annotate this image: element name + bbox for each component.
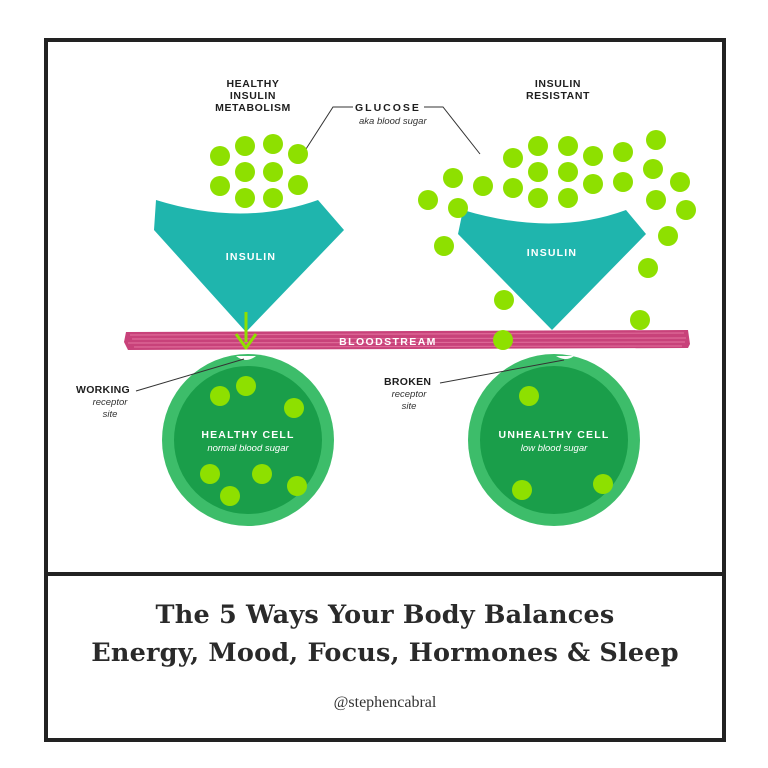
glucose-cluster-healthy	[210, 134, 308, 208]
author-handle: @stephencabral	[333, 694, 437, 711]
insulin-arrow-down	[234, 312, 258, 350]
caption-panel: The 5 Ways Your Body Balances Energy, Mo…	[48, 576, 722, 738]
glucose-leader-left	[305, 106, 353, 150]
title-line1: The 5 Ways Your Body Balances	[155, 600, 615, 630]
insulin-label-resistant: INSULIN	[527, 247, 577, 259]
glucose-sub-label: aka blood sugar	[359, 116, 427, 127]
healthy-cell-sub-label: normal blood sugar	[207, 443, 289, 454]
working-label: WORKING	[76, 384, 130, 396]
caption-divider	[48, 572, 722, 576]
bloodstream-band	[124, 330, 690, 350]
healthy-cell-label: HEALTHY CELL	[201, 429, 294, 441]
broken-label: BROKEN	[384, 376, 431, 388]
insulin-shield-resistant	[458, 210, 646, 330]
glucose-label: GLUCOSE	[355, 102, 421, 114]
unhealthy-cell-label: UNHEALTHY CELL	[499, 429, 610, 441]
broken-sub-line1: receptor	[392, 389, 428, 400]
healthy-heading-line2: INSULIN	[230, 90, 276, 102]
insulin-label-healthy: INSULIN	[226, 251, 276, 263]
insulin-diagram: HEALTHY INSULIN METABOLISM INSULIN RESIS…	[48, 42, 722, 572]
glucose-inside-healthy-cell	[200, 376, 307, 506]
title-line2: Energy, Mood, Focus, Hormones & Sleep	[91, 638, 679, 668]
broken-receptor-site	[556, 356, 574, 359]
unhealthy-cell-sub-label: low blood sugar	[521, 443, 588, 454]
resistant-heading-line2: RESISTANT	[526, 90, 590, 102]
insulin-shield-healthy	[154, 200, 344, 332]
healthy-heading-line3: METABOLISM	[215, 102, 291, 114]
working-leader	[135, 358, 245, 392]
poster-frame: HEALTHY INSULIN METABOLISM INSULIN RESIS…	[44, 38, 726, 742]
glucose-leader-right	[424, 106, 481, 155]
bloodstream-label: BLOODSTREAM	[339, 336, 437, 348]
broken-sub-line2: site	[402, 401, 417, 412]
working-sub-line1: receptor	[93, 397, 129, 408]
healthy-heading-line1: HEALTHY	[226, 78, 279, 90]
working-sub-line2: site	[103, 409, 118, 420]
broken-leader	[439, 359, 565, 384]
resistant-heading-line1: INSULIN	[535, 78, 581, 90]
glucose-inside-unhealthy-cell	[512, 386, 613, 500]
working-receptor-site	[236, 356, 256, 360]
glucose-cluster-resistant	[418, 130, 696, 350]
